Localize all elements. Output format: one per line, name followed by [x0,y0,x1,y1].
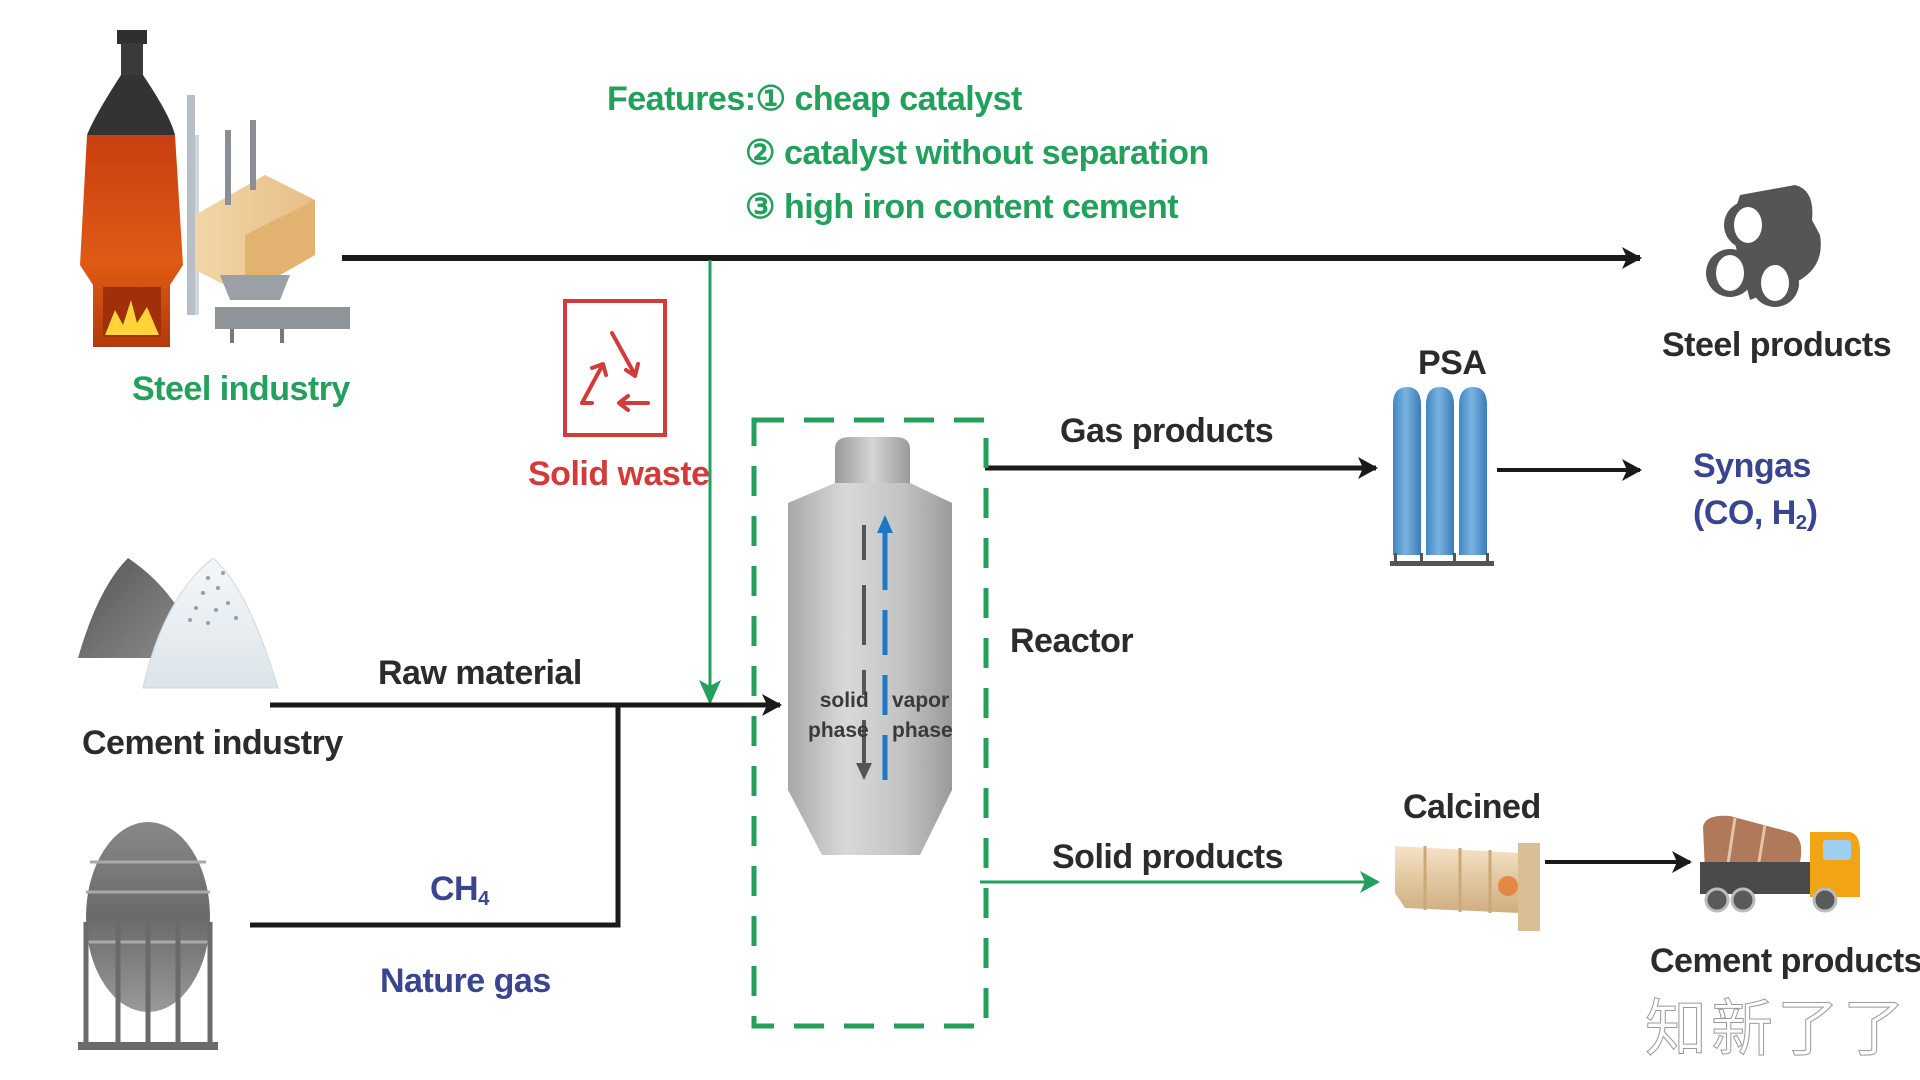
blast-furnace-icon [80,30,350,347]
feature-text: catalyst without separation [783,134,1209,172]
methane-formula: CH4 [430,870,489,911]
vapor-phase-line1: vapor [892,689,950,712]
syngas-composition-subscript: 2 [1795,512,1807,535]
steel-pipes-icon [1706,185,1821,307]
feature-item-2: ② catalyst without separation [607,126,1209,180]
gas-products-label: Gas products [1060,412,1274,450]
reactor-vessel-icon [788,437,952,855]
syngas-composition-suffix: ) [1806,494,1818,532]
methane-formula-base: CH [430,870,479,908]
feature-text: high iron content cement [783,188,1179,226]
steel-products-label: Steel products [1662,326,1892,364]
solid-phase-label: solid phase [808,686,869,746]
syngas-label: Syngas [1693,447,1811,485]
cement-industry-label: Cement industry [82,724,343,762]
solid-products-label: Solid products [1052,838,1284,876]
steel-industry-label: Steel industry [132,370,350,408]
recycle-icon [563,299,667,437]
vapor-phase-line2: phase [892,719,953,742]
cement-products-label: Cement products [1650,942,1920,980]
syngas-composition: (CO, H2) [1693,494,1818,535]
calcining-kiln-icon [1395,843,1540,931]
solid-phase-line2: phase [808,719,869,742]
psa-tanks-icon [1390,387,1494,566]
calcined-label: Calcined [1403,788,1541,826]
watermark: 知新了了 [1644,992,1910,1066]
psa-label: PSA [1418,344,1487,382]
cement-piles-icon [78,557,279,689]
feature-text: cheap catalyst [794,80,1023,118]
features-list: Features:① cheap catalyst ② catalyst wit… [607,72,1209,234]
feature-marker: ① [755,80,786,118]
raw-material-label: Raw material [378,654,582,692]
reactor-boundary [751,417,989,1029]
syngas-composition-prefix: (CO, H [1693,494,1796,532]
solid-waste-arrowhead [699,680,721,705]
feature-item-1: Features:① cheap catalyst [607,72,1209,126]
reactor-label: Reactor [1010,622,1134,660]
solid-phase-line1: solid [819,689,869,712]
cement-truck-icon [1700,815,1860,913]
methane-formula-subscript: 4 [478,888,489,911]
gas-tank-icon [78,822,218,1050]
features-heading: Features: [607,80,756,118]
feature-marker: ② [745,134,775,172]
feature-marker: ③ [745,188,775,226]
methane-feed-line [250,705,621,928]
feature-item-3: ③ high iron content cement [607,180,1209,234]
nature-gas-label: Nature gas [380,962,551,1000]
vapor-phase-label: vapor phase [892,686,953,746]
solid-waste-label: Solid waste [528,455,710,493]
